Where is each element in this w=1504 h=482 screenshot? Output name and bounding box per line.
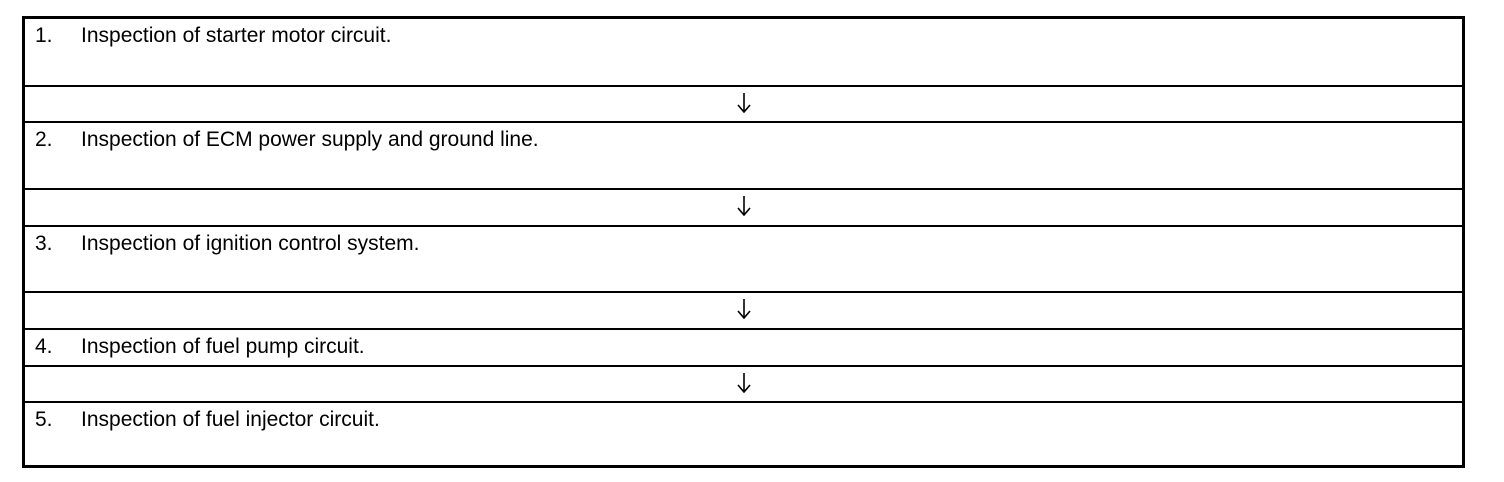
step-number: 1. bbox=[35, 24, 53, 47]
step-text: Inspection of ECM power supply and groun… bbox=[81, 128, 539, 151]
step-3-row: 3. Inspection of ignition control system… bbox=[25, 227, 1462, 293]
step-number: 3. bbox=[35, 232, 53, 255]
step-1-row: 1. Inspection of starter motor circuit. bbox=[25, 19, 1462, 87]
down-arrow-icon bbox=[736, 373, 751, 394]
step-text: Inspection of ignition control system. bbox=[81, 232, 420, 255]
down-arrow-icon bbox=[736, 299, 751, 320]
arrow-row-1 bbox=[25, 87, 1462, 123]
inspection-flow-chart: 1. Inspection of starter motor circuit. … bbox=[22, 16, 1465, 468]
step-number: 4. bbox=[35, 335, 53, 358]
arrow-row-3 bbox=[25, 293, 1462, 330]
step-text: Inspection of starter motor circuit. bbox=[81, 24, 392, 47]
arrow-row-4 bbox=[25, 367, 1462, 403]
step-number: 5. bbox=[35, 408, 53, 431]
step-2-row: 2. Inspection of ECM power supply and gr… bbox=[25, 123, 1462, 190]
step-text: Inspection of fuel pump circuit. bbox=[81, 335, 365, 358]
arrow-row-2 bbox=[25, 190, 1462, 227]
step-5-row: 5. Inspection of fuel injector circuit. bbox=[25, 403, 1462, 465]
down-arrow-icon bbox=[736, 93, 751, 114]
step-number: 2. bbox=[35, 128, 53, 151]
step-text: Inspection of fuel injector circuit. bbox=[81, 408, 380, 431]
down-arrow-icon bbox=[736, 196, 751, 217]
step-4-row: 4. Inspection of fuel pump circuit. bbox=[25, 330, 1462, 367]
